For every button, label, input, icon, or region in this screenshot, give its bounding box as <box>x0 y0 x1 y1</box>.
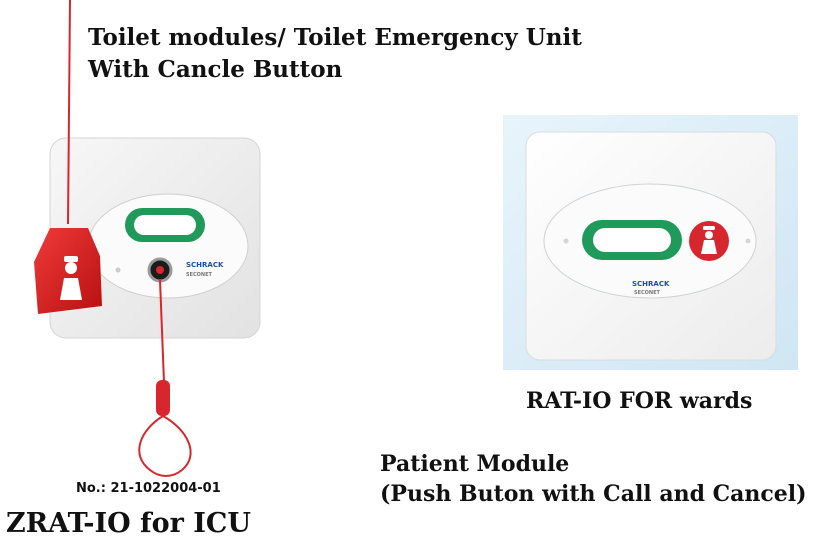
part-number: No.: 21-1022004-01 <box>76 481 221 496</box>
nurse-icon <box>701 226 717 254</box>
right-brand-sub: SECONET <box>634 290 661 296</box>
patient-module-subtitle: (Push Buton with Call and Cancel) <box>380 481 807 507</box>
left-brand-sub: SECONET <box>186 272 213 278</box>
heading-line-1: Toilet modules/ Toilet Emergency Unit <box>88 24 582 51</box>
left-brand-logo: SCHRACK <box>186 261 224 269</box>
patient-module-title: Patient Module <box>380 451 570 477</box>
nurse-icon <box>60 256 82 300</box>
zrat-caption: ZRAT-IO for ICU <box>6 508 251 539</box>
pull-cord-top <box>67 0 71 225</box>
rat-caption: RAT-IO FOR wards <box>526 388 753 414</box>
pull-cord-bottom <box>159 279 165 383</box>
page-heading: Toilet modules/ Toilet Emergency Unit Wi… <box>88 22 582 86</box>
cord-loop <box>138 414 192 477</box>
right-brand-logo: SCHRACK <box>632 280 670 288</box>
heading-line-2: With Cancle Button <box>88 56 343 83</box>
cord-grip <box>156 380 170 416</box>
